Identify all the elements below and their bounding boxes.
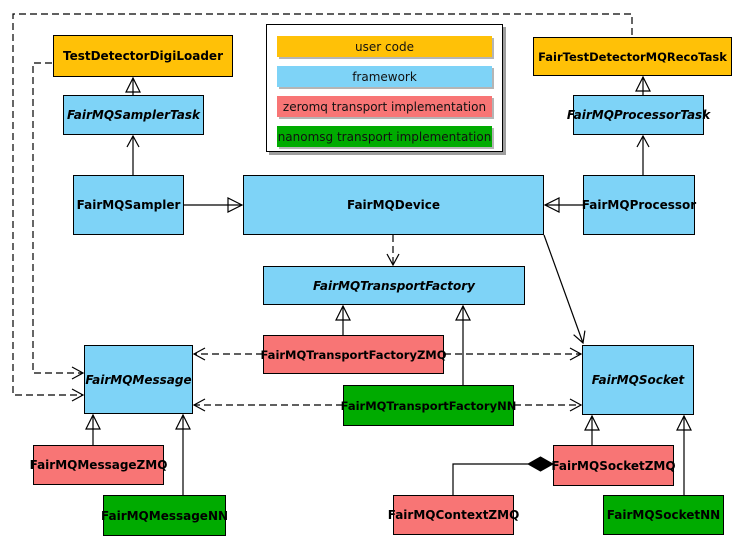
legend-item-framework: framework bbox=[277, 66, 492, 87]
class-box-fairmqsocketnn: FairMQSocketNN bbox=[603, 495, 724, 535]
class-box-fairmqcontextzmq: FairMQContextZMQ bbox=[388, 495, 519, 535]
class-box-fairmqtransportfactorynn: FairMQTransportFactoryNN bbox=[341, 385, 516, 426]
edge-device-to-socket bbox=[543, 234, 586, 345]
composition-diamond-icon bbox=[526, 456, 555, 472]
class-box-fairmqmessagezmq: FairMQMessageZMQ bbox=[30, 445, 167, 485]
class-box-fairmqsocket: FairMQSocket bbox=[582, 345, 694, 415]
class-box-fairmqsamplertask: FairMQSamplerTask bbox=[63, 95, 204, 135]
legend-item-user-code: user code bbox=[277, 36, 492, 57]
legend-item-zeromq: zeromq transport implementation bbox=[277, 96, 492, 117]
legend-item-nanomsg: nanomsg transport implementation bbox=[277, 126, 492, 147]
class-box-fairmqtransportfactory: FairMQTransportFactory bbox=[263, 266, 525, 305]
class-box-fairmqsampler: FairMQSampler bbox=[73, 175, 184, 235]
class-box-fairmqprocessortask: FairMQProcessorTask bbox=[567, 95, 710, 135]
class-box-fairmqdevice: FairMQDevice bbox=[243, 175, 544, 235]
edge-contextzmq-to-socketzmq bbox=[452, 463, 528, 495]
class-box-fairmqtransportfactoryzmq: FairMQTransportFactoryZMQ bbox=[261, 335, 447, 374]
class-box-fairmqsocketzmq: FairMQSocketZMQ bbox=[551, 445, 676, 486]
legend-box: user code framework zeromq transport imp… bbox=[266, 24, 503, 152]
class-box-fairtestdetectormqrecotask: FairTestDetectorMQRecoTask bbox=[533, 37, 732, 76]
class-box-testdetectordigiloader: TestDetectorDigiLoader bbox=[53, 35, 233, 77]
class-box-fairmqmessagenn: FairMQMessageNN bbox=[101, 495, 228, 536]
class-box-fairmqmessage: FairMQMessage bbox=[84, 345, 193, 414]
class-box-fairmqprocessor: FairMQProcessor bbox=[582, 175, 696, 235]
